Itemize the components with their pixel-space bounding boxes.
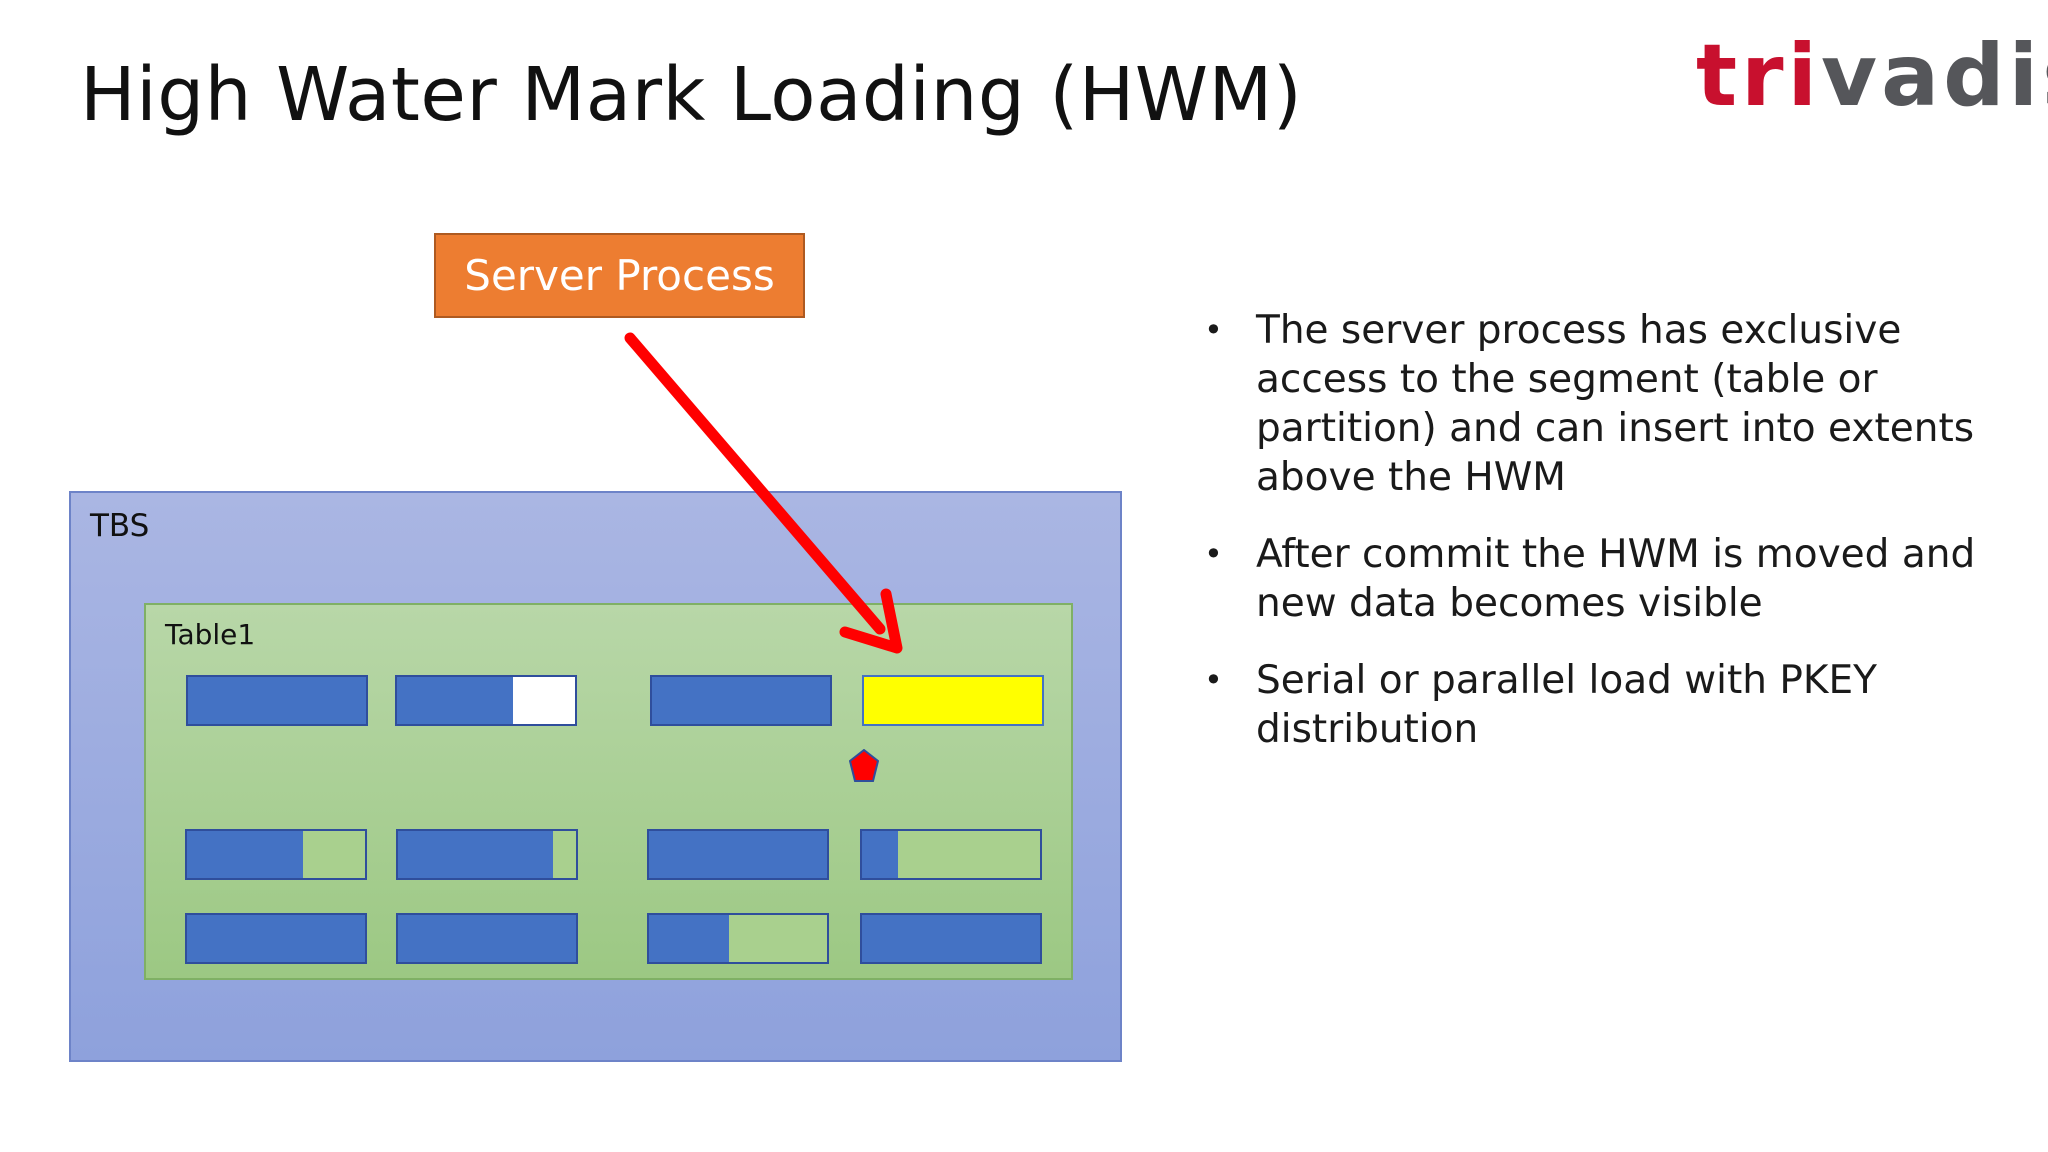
- bullet-text: After commit the HWM is moved and new da…: [1256, 532, 1976, 626]
- bullet-text: Serial or parallel load with PKEY distri…: [1256, 658, 1877, 752]
- extent-fill: [649, 915, 730, 962]
- server-process-box: Server Process: [434, 233, 805, 318]
- extent-4-new: [862, 675, 1044, 726]
- extent-12: [860, 913, 1042, 964]
- extent-fill: [862, 915, 1040, 962]
- tbs-label: TBS: [90, 508, 150, 544]
- trivadis-logo: trivadis: [1696, 26, 2048, 126]
- hwm-marker-icon: [849, 749, 879, 782]
- extent-fill: [649, 831, 827, 878]
- extent-1: [186, 675, 368, 726]
- extent-3: [650, 675, 832, 726]
- bullet-text: The server process has exclusive access …: [1256, 308, 1975, 500]
- extent-8: [860, 829, 1042, 880]
- extent-fill: [652, 677, 830, 724]
- server-process-label: Server Process: [464, 251, 775, 300]
- slide-title: High Water Mark Loading (HWM): [80, 52, 1303, 138]
- extent-fill: [397, 677, 513, 724]
- hwm-marker-shape: [849, 749, 879, 782]
- bullet-item: • After commit the HWM is moved and new d…: [1200, 530, 1990, 628]
- logo-part-1: tri: [1696, 26, 1822, 126]
- extent-5: [185, 829, 367, 880]
- bullet-dot: •: [1204, 535, 1223, 573]
- extent-7: [647, 829, 829, 880]
- logo-part-2: vadis: [1821, 26, 2048, 126]
- bullet-list: • The server process has exclusive access…: [1200, 306, 1990, 782]
- extent-fill: [187, 915, 365, 962]
- extent-fill: [188, 677, 366, 724]
- extent-2: [395, 675, 577, 726]
- bullet-item: • The server process has exclusive access…: [1200, 306, 1990, 502]
- extent-fill: [862, 831, 898, 878]
- extent-fill: [187, 831, 303, 878]
- extent-11: [647, 913, 829, 964]
- extent-9: [185, 913, 367, 964]
- extent-6: [396, 829, 578, 880]
- extent-fill: [398, 915, 576, 962]
- extent-fill: [398, 831, 553, 878]
- bullet-dot: •: [1204, 661, 1223, 699]
- extent-10: [396, 913, 578, 964]
- table1-label: Table1: [165, 618, 256, 651]
- bullet-dot: •: [1204, 311, 1223, 349]
- bullet-item: • Serial or parallel load with PKEY distr…: [1200, 656, 1990, 754]
